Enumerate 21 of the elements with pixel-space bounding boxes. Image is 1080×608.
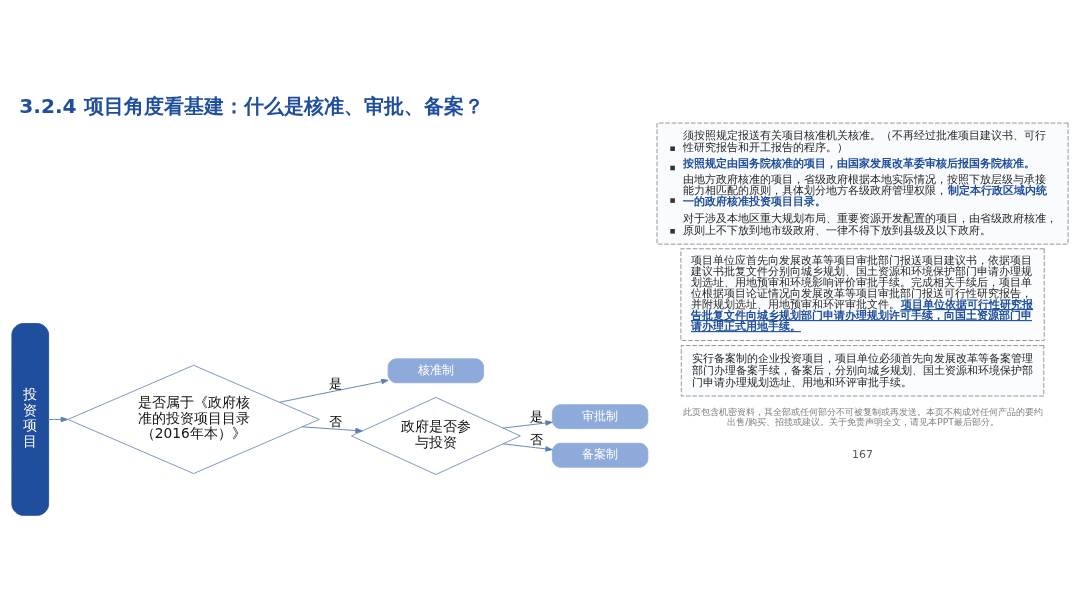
diagram-title: 3.2.4 项目角度看基建：什么是核准、审批、备案？ — [19, 93, 484, 118]
edge-label: 否 — [529, 431, 543, 447]
arrow — [502, 419, 553, 429]
edge-label: 是 — [529, 408, 543, 424]
node-box: 实行备案制的企业投资项目，项目单位必须首先向发展改革等备案管理部门办理备案手续，备案后，分别向城乡规划、国土资源和环境保护部门申请办理规划选址、用地和环评审批手续。 — [680, 344, 1045, 396]
node-box: 核准制 — [387, 357, 484, 383]
node-diamond: 是否属于《政府核准的投资项目目录（2016年本）》 — [67, 364, 320, 474]
node-diamond: 政府是否参与投资 — [350, 396, 521, 475]
arrow — [301, 425, 363, 433]
node-box: 备案制 — [551, 442, 649, 468]
node-box: 投资项目 — [11, 322, 50, 516]
label: 167 — [852, 447, 873, 461]
edge-label: 是 — [328, 375, 342, 390]
node-box: 项目单位应首先向发展改革等项目审批部门报送项目建议书，依据项目建议书批复文件分别向城乡规划、国土资源和环境保护部门申请办理规划选址、用地预审和环境影响评价审批手续。完成相关手续后，项目单位根据项目论证情况向发展改革等项目审批部门报送可行性研究报告，并附规划选址、用地预审和环评审批文件。项目单位依据可行性研究报告批复文件向城乡规划部门申请办理规划许可手续，向国土资源部门申请办理正式用地手续。 — [680, 247, 1045, 341]
node-box: 审批制 — [551, 403, 649, 429]
edge-label: 否 — [328, 413, 342, 429]
node-box: 须按照规定报送有关项目核准机关核准。（不再经过批准项目建议书、可行性研究报告和开工报告的程序。） 按照规定由国务院核准的项目，由国家发展改革委审核后报国务院核准。 由地方政府核准的项目，省级政府根据本地实际情况，按照下放层级与承接能力相匹配的原则，具体划分地方各级政府管理权限，制定本行政区域内统一的政府核准投资项目目录。 对于涉及本地区重大规划布局、重要资源开发配置的项目，由省级政府核准，原则上不下放到地市级政府、一律不得下放到县级及以下政府。 — [656, 122, 1069, 245]
arrow — [279, 378, 389, 403]
arrow — [48, 416, 69, 422]
label: 此页包含机密资料，其全部或任何部分不可被复制或再发送。本页不构成对任何产品的要约出售/购买、招揽或建议。关于免责声明全文，请见本PPT最后部分。 — [683, 405, 1044, 427]
arrow — [502, 442, 553, 452]
